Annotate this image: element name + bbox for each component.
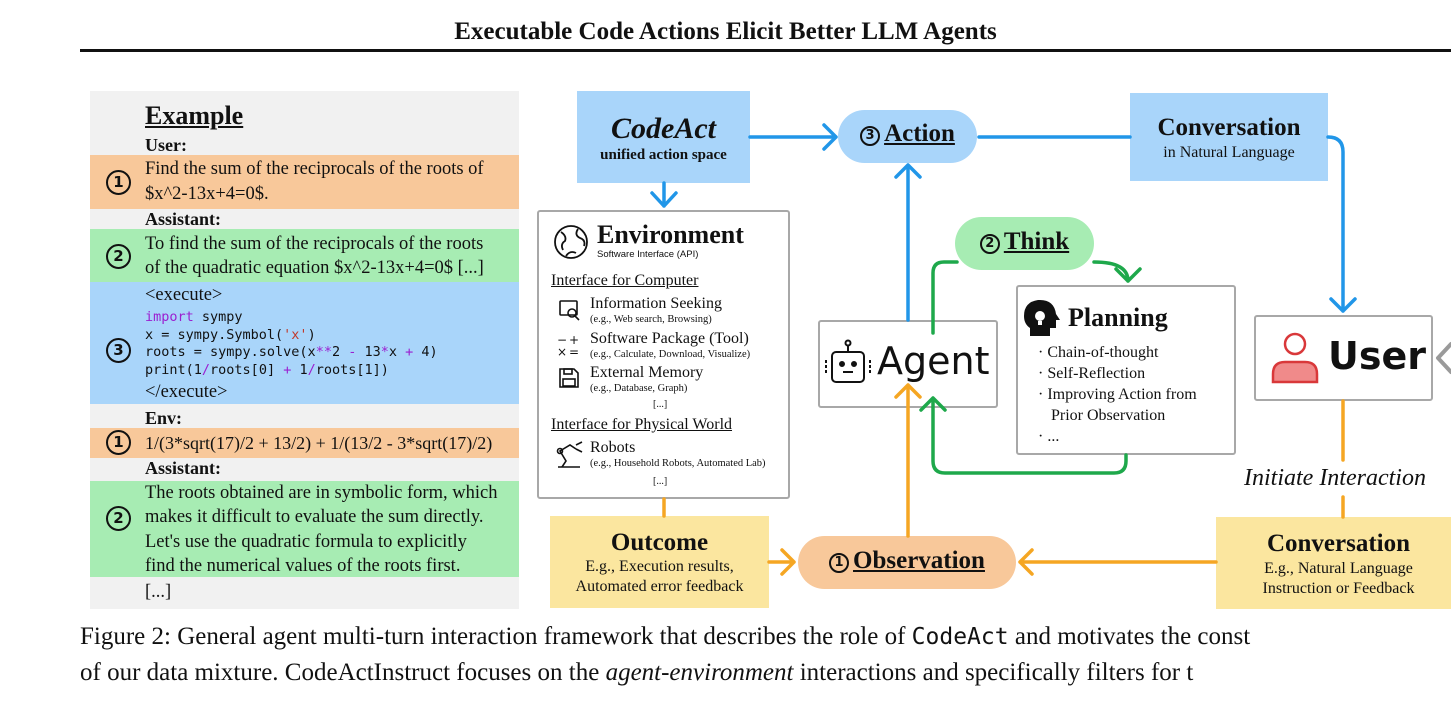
user-box [1254,315,1433,401]
ellipsis: [...] [653,399,668,410]
planning-item: Prior Observation [1051,407,1166,424]
figure-caption-line-1: Figure 2: General agent multi-turn inter… [80,623,1251,650]
turn-text-line: The roots obtained are in symbolic form,… [145,483,498,503]
turn-number: 1 [106,430,131,455]
conversation-top-box [1130,93,1328,181]
role-assistant: Assistant: [145,209,222,229]
code-line: import sympy [145,309,243,325]
example-title: Example [145,101,244,130]
conversation-top-title: Conversation [1157,114,1301,141]
arrow-codeact-to-action [748,123,838,151]
turn-band-observation [90,428,519,458]
codeact-box [577,91,750,183]
code-keyword: import [145,309,194,325]
env-item-detail: (e.g., Web search, Browsing) [590,314,712,325]
env-item-label: Software Package (Tool) [590,330,749,347]
turn-text-line: of the quadratic equation $x^2-13x+4=0$ … [145,258,484,278]
code-line: roots = sympy.solve(x**2 - 13*x + 4) [145,344,438,360]
code-line: x = sympy.Symbol('x') [145,326,316,343]
computer-interface-heading: Interface for Computer [551,272,699,289]
turn-text-line: Find the sum of the reciprocals of the r… [145,159,484,179]
code-string: 'x' [283,326,308,343]
planning-item: · Chain-of-thought [1038,344,1159,361]
turn-number: 2 [106,244,131,269]
step-number: 1 [829,553,850,573]
env-item-detail: (e.g., Database, Graph) [590,383,688,394]
user-label: User [1328,334,1426,378]
execute-open-tag: <execute> [145,285,223,305]
environment-title: Environment [597,220,744,249]
arrow-outcome-to-observation [767,548,796,576]
turn-text-line: To find the sum of the reciprocals of th… [145,234,484,254]
planning-item: · Self-Reflection [1038,365,1146,382]
turn-text-line: 1/(3*sqrt(17)/2 + 13/2) + 1/(13/2 - 3*sq… [145,433,493,453]
arrow-conversation-to-user [1326,135,1357,313]
step-number: 3 [860,126,881,146]
arrow-think-to-planning [1092,260,1142,283]
header-rule [80,49,1451,52]
physical-interface-heading: Interface for Physical World [551,416,733,433]
running-header: Executable Code Actions Elicit Better LL… [454,18,997,45]
arrow-incoming-user [1436,342,1451,374]
outcome-title: Outcome [610,529,709,556]
arrow-conversation-to-observation [1018,548,1218,576]
turn-text-line: makes it difficult to evaluate the sum d… [145,507,484,527]
turn-text-line: Let's use the quadratic formula to expli… [145,532,467,552]
turn-number: 1 [106,170,131,195]
role-user: User: [145,135,187,155]
env-item-detail: (e.g., Household Robots, Automated Lab) [590,458,766,469]
planning-item: · ... [1038,428,1060,445]
agent-label: Agent [877,339,990,383]
env-item-detail: (e.g., Calculate, Download, Visualize) [590,349,751,360]
env-item-label: Information Seeking [590,295,722,312]
ellipsis: [...] [653,476,668,487]
env-item-label: External Memory [590,364,704,381]
turn-band-action [90,282,519,404]
outcome-detail: E.g., Execution results,Automated error … [575,558,744,595]
code-line: print(1/roots[0] + 1/roots[1]) [145,361,389,378]
codeact-title: CodeAct [611,112,716,145]
planning-item: · Improving Action from [1038,386,1197,403]
turn-number: 3 [106,338,131,363]
turn-text-line: $x^2-13x+4=0$. [145,184,269,204]
arrow-codeact-to-environment [650,181,678,208]
execute-close-tag: </execute> [145,382,228,402]
conversation-bottom-title: Conversation [1266,530,1411,557]
planning-title: Planning [1068,303,1168,332]
turn-band-think [90,229,519,282]
figure-caption-line-2: of our data mixture. CodeActInstruct foc… [80,659,1194,686]
codeact-subtitle: unified action space [600,147,727,163]
turn-number: 2 [106,506,131,531]
turn-band-think [90,481,519,577]
turn-text-line: find the numerical values of the roots f… [145,556,461,576]
environment-subtitle: Software Interface (API) [597,249,699,260]
env-item-label: Robots [590,439,636,456]
outcome-box [550,516,769,608]
conversation-top-subtitle: in Natural Language [1163,144,1295,161]
conversation-bottom-box [1216,517,1451,609]
ellipsis: [...] [145,582,172,602]
role-assistant: Assistant: [145,458,222,478]
step-number: 2 [979,234,1000,254]
turn-band-user [90,155,519,209]
initiate-interaction-label: Initiate Interaction [1244,465,1426,491]
arrow-agent-to-action [894,163,922,322]
role-env: Env: [145,408,183,428]
think-pill [955,217,1094,270]
